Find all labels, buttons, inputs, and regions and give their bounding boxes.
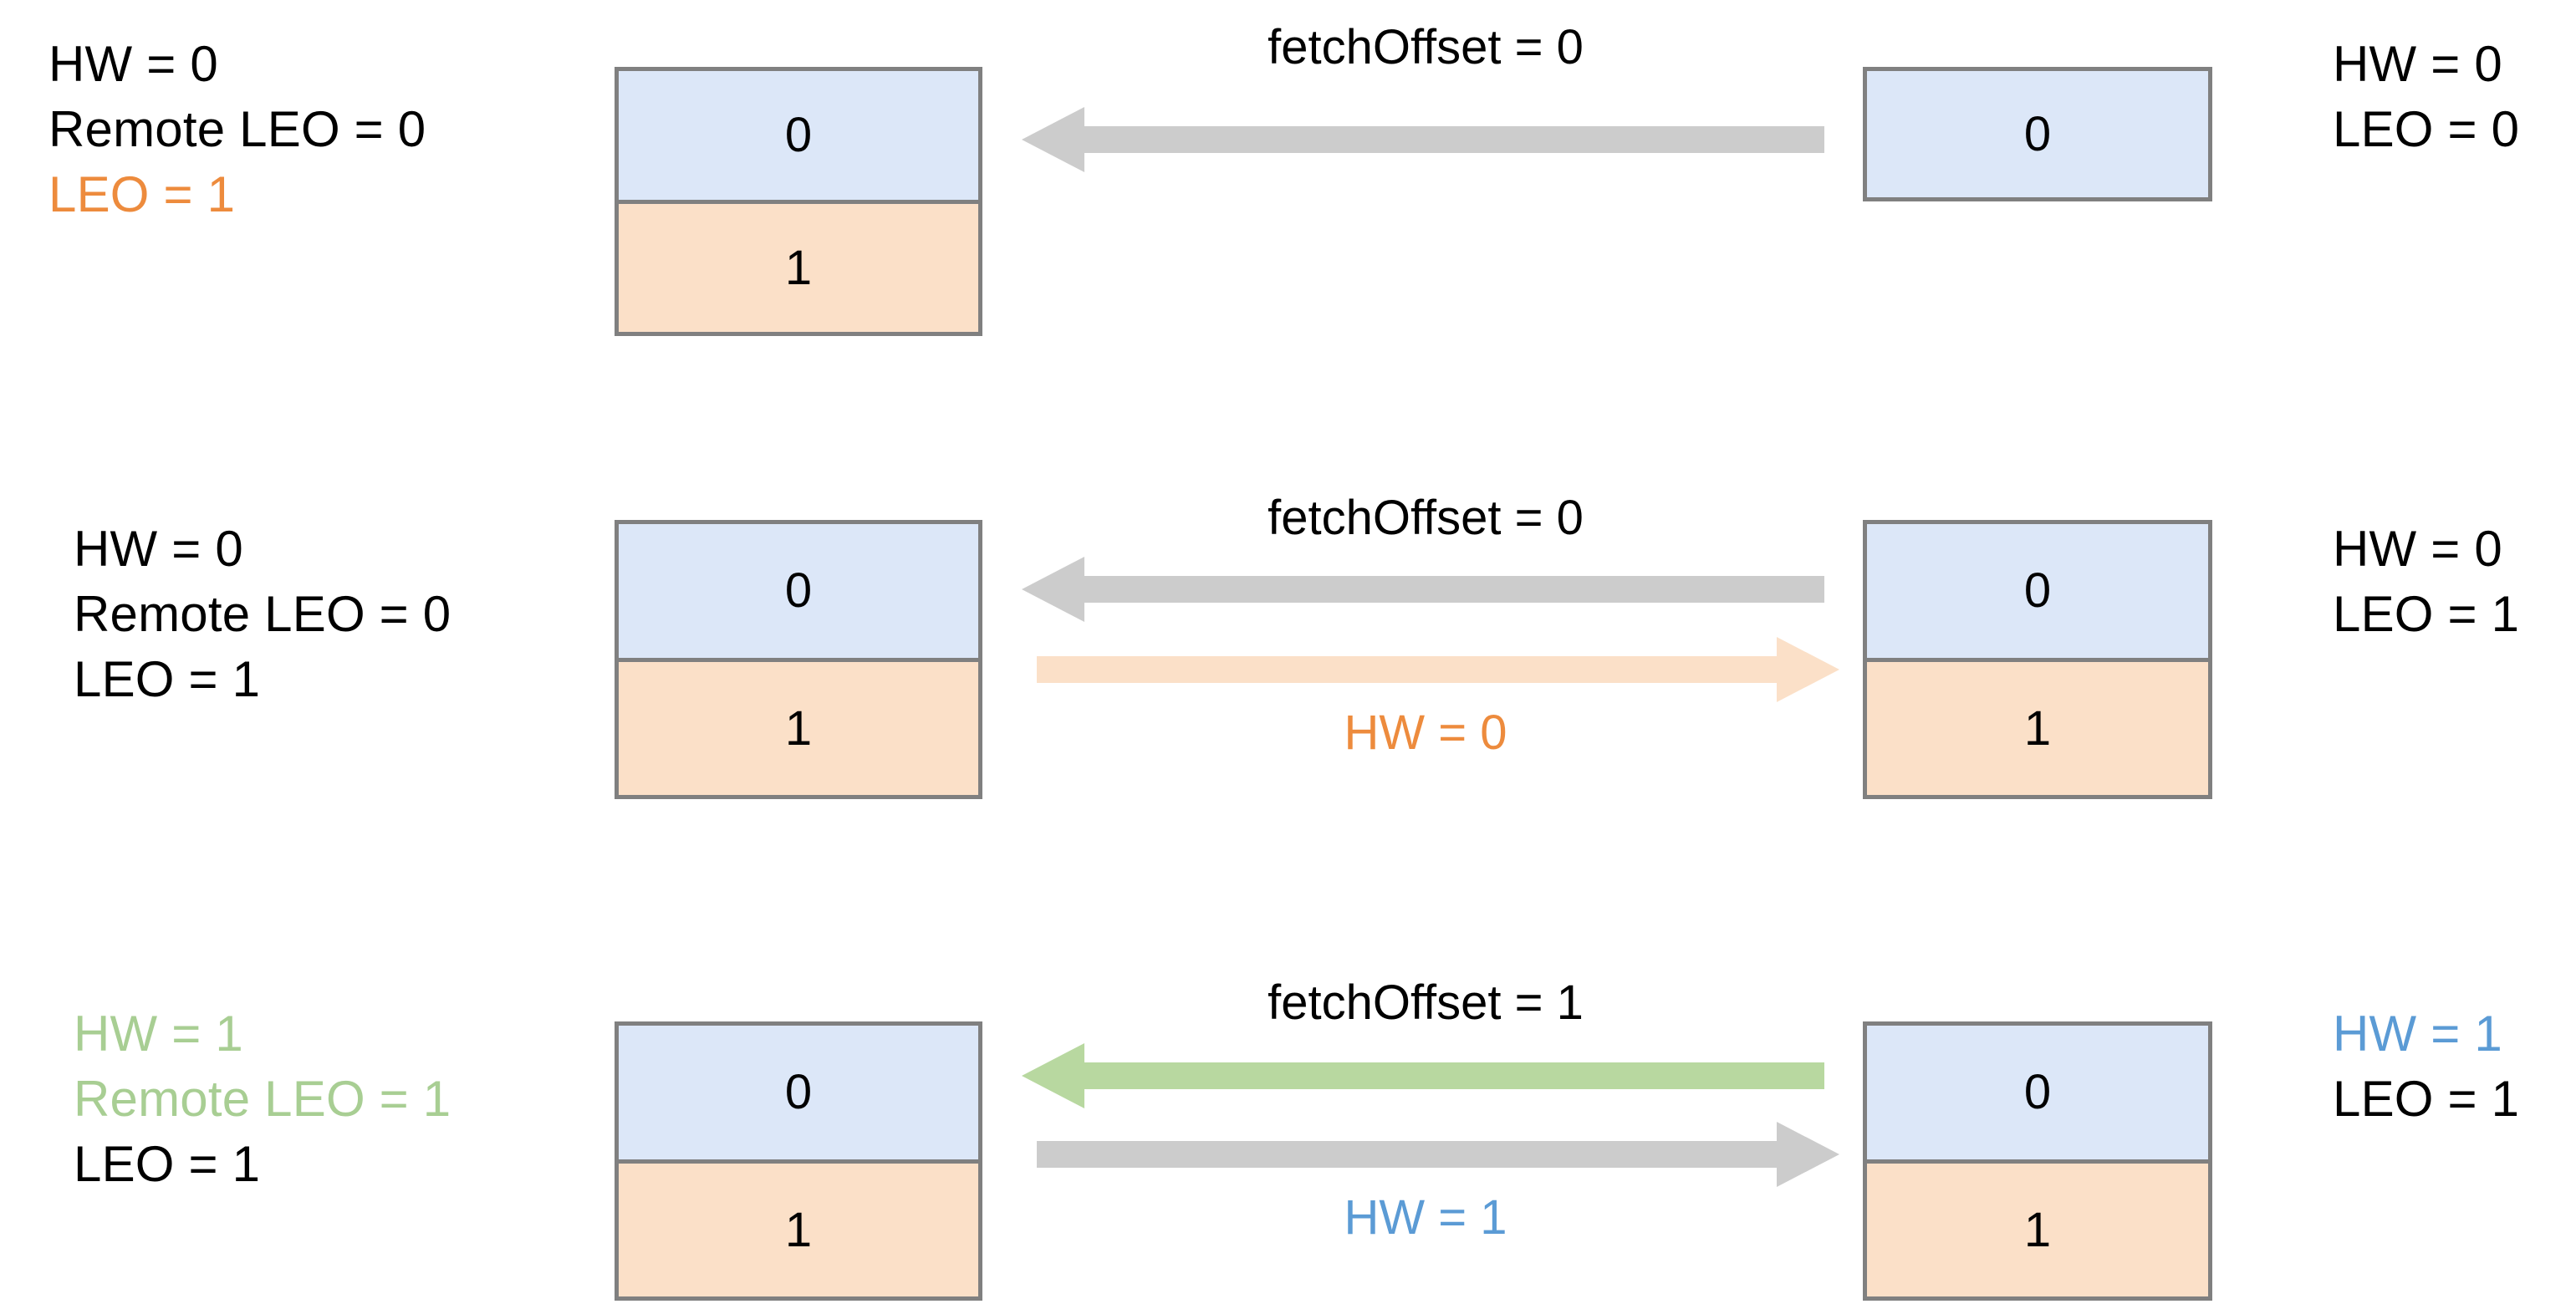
row-3-left-label-remote-leo: Remote LEO = 1 xyxy=(74,1071,451,1127)
row-3-left-log-box: 0 1 xyxy=(615,1021,982,1301)
row-1-left-label-leo: LEO = 1 xyxy=(48,166,236,222)
row-1-left-label-remote-leo: Remote LEO = 0 xyxy=(48,101,426,157)
row-3-left-label-leo: LEO = 1 xyxy=(74,1136,261,1192)
row-1-right-log-box: 0 xyxy=(1863,67,2212,201)
row-1-fetch-arrow-caption: fetchOffset = 0 xyxy=(1268,20,1584,74)
row-2-left-cell-1: 1 xyxy=(619,657,978,795)
row-3-right-labels: HW = 1 LEO = 1 xyxy=(2333,1001,2519,1132)
row-3-left-cell-1: 1 xyxy=(619,1159,978,1296)
row-2-left-cell-0: 0 xyxy=(619,524,978,658)
row-3-right-log-box: 0 1 xyxy=(1863,1021,2212,1301)
row-2-fetch-arrow xyxy=(1022,557,1824,622)
row-1-right-label-hw: HW = 0 xyxy=(2333,36,2502,92)
row-3-right-cell-0: 0 xyxy=(1867,1026,2208,1159)
row-1-left-labels: HW = 0 Remote LEO = 0 LEO = 1 xyxy=(48,32,426,227)
row-3-fetch-arrow-caption: fetchOffset = 1 xyxy=(1268,975,1584,1030)
row-3-right-label-leo: LEO = 1 xyxy=(2333,1071,2520,1127)
row-2-right-labels: HW = 0 LEO = 1 xyxy=(2333,517,2519,647)
row-2-right-cell-0: 0 xyxy=(1867,524,2208,658)
row-1-fetch-arrow xyxy=(1022,107,1824,172)
row-2-right-cell-1: 1 xyxy=(1867,657,2208,795)
row-3-hw-arrow xyxy=(1037,1122,1839,1187)
row-3-right-label-hw: HW = 1 xyxy=(2333,1006,2502,1062)
row-2-right-log-box: 0 1 xyxy=(1863,520,2212,799)
row-1-left-log-box: 0 1 xyxy=(615,67,982,336)
row-2-left-label-hw: HW = 0 xyxy=(74,521,243,577)
row-3-fetch-arrow xyxy=(1022,1043,1824,1108)
row-2-hw-arrow xyxy=(1037,637,1839,702)
row-3-left-cell-0: 0 xyxy=(619,1026,978,1159)
row-1-left-cell-1: 1 xyxy=(619,199,978,332)
row-3-right-cell-1: 1 xyxy=(1867,1159,2208,1296)
row-2-left-label-remote-leo: Remote LEO = 0 xyxy=(74,586,451,642)
row-3-left-labels: HW = 1 Remote LEO = 1 LEO = 1 xyxy=(74,1001,451,1197)
row-1-right-cell-0: 0 xyxy=(1867,71,2208,197)
row-1-right-label-leo: LEO = 0 xyxy=(2333,101,2520,157)
row-2-left-label-leo: LEO = 1 xyxy=(74,651,261,707)
row-3-hw-arrow-caption: HW = 1 xyxy=(1344,1190,1507,1245)
row-2-left-log-box: 0 1 xyxy=(615,520,982,799)
row-1-left-cell-0: 0 xyxy=(619,71,978,200)
row-2-right-label-leo: LEO = 1 xyxy=(2333,586,2520,642)
row-1-left-label-hw: HW = 0 xyxy=(48,36,218,92)
row-2-left-labels: HW = 0 Remote LEO = 0 LEO = 1 xyxy=(74,517,451,712)
row-1-right-labels: HW = 0 LEO = 0 xyxy=(2333,32,2519,162)
row-2-fetch-arrow-caption: fetchOffset = 0 xyxy=(1268,491,1584,545)
row-2-right-label-hw: HW = 0 xyxy=(2333,521,2502,577)
row-2-hw-arrow-caption: HW = 0 xyxy=(1344,705,1507,760)
row-3-left-label-hw: HW = 1 xyxy=(74,1006,243,1062)
